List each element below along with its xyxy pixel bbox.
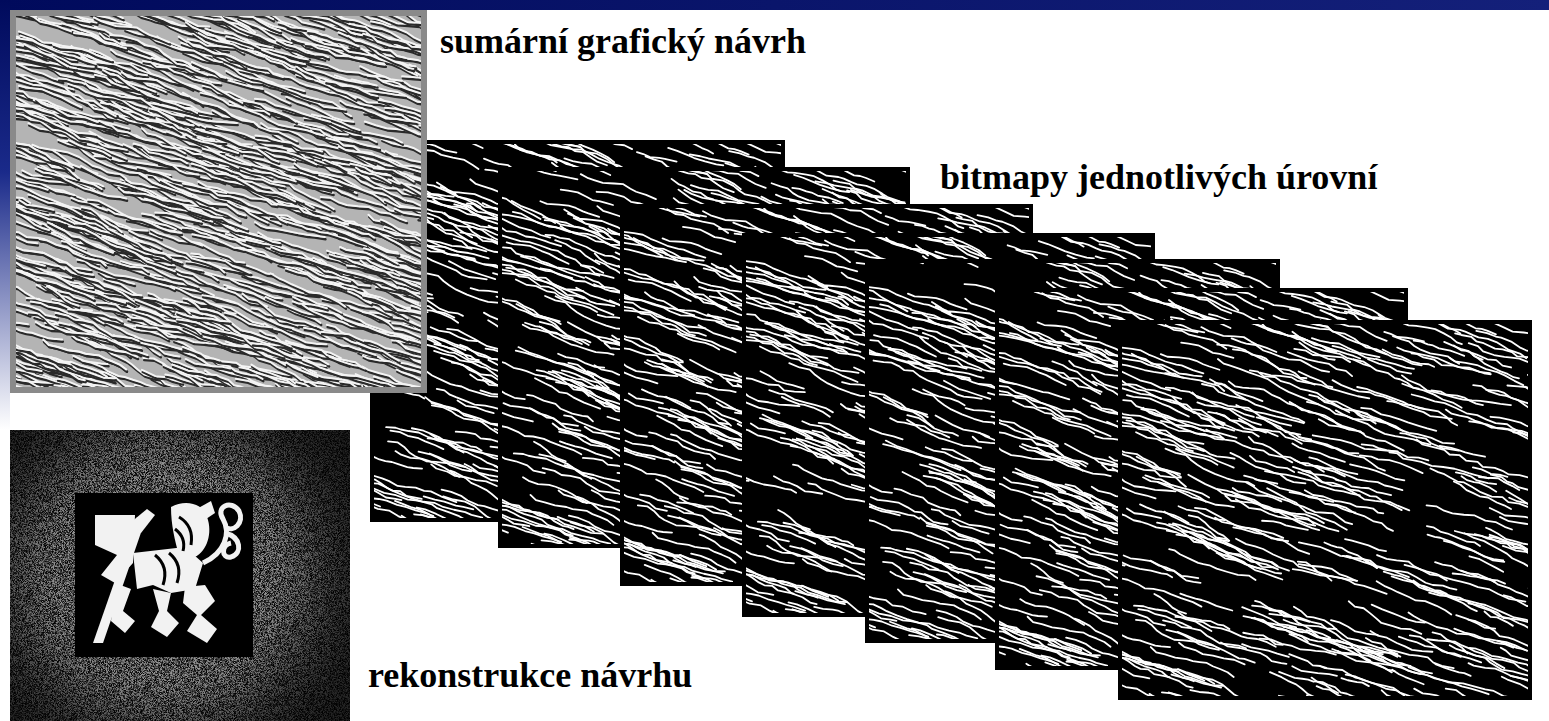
lion-logo: [75, 493, 253, 657]
caption-label: bitmapy jednotlivých úrovní: [940, 158, 1377, 198]
caption-label: rekonstrukce návrhu: [368, 656, 692, 696]
caption-label: sumární grafický návrh: [440, 22, 806, 62]
level-bitmap: [1118, 320, 1532, 700]
caption-text: rekonstrukce návrhu: [368, 655, 692, 695]
summary-texture: [10, 10, 427, 393]
caption-text: bitmapy jednotlivých úrovní: [940, 157, 1377, 197]
caption-text: sumární grafický návrh: [440, 21, 806, 61]
